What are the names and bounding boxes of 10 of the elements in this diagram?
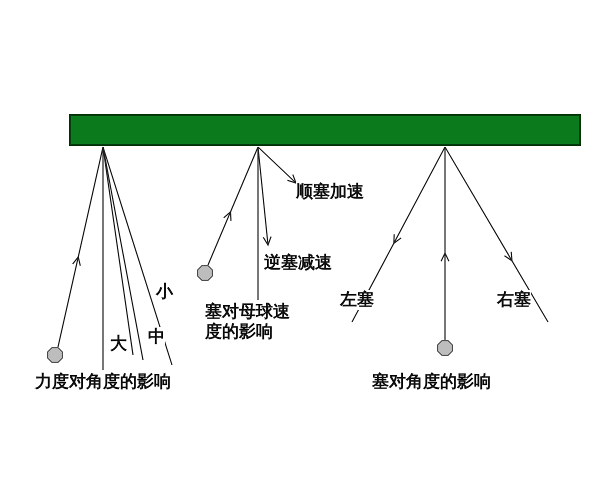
path-label: 顺塞加速 [296, 182, 364, 202]
path-label: 大 [110, 334, 127, 354]
path-label: 中 [148, 327, 165, 347]
path-label: 小 [156, 282, 173, 302]
path-label: 逆塞减速 [264, 253, 332, 273]
panel-caption: 力度对角度的影响 [35, 372, 171, 392]
panel-caption: 塞对母球速度的影响 [205, 302, 293, 342]
panel-caption: 塞对角度的影响 [372, 372, 491, 392]
path-label: 右塞 [497, 290, 531, 310]
path-label: 左塞 [340, 290, 374, 310]
